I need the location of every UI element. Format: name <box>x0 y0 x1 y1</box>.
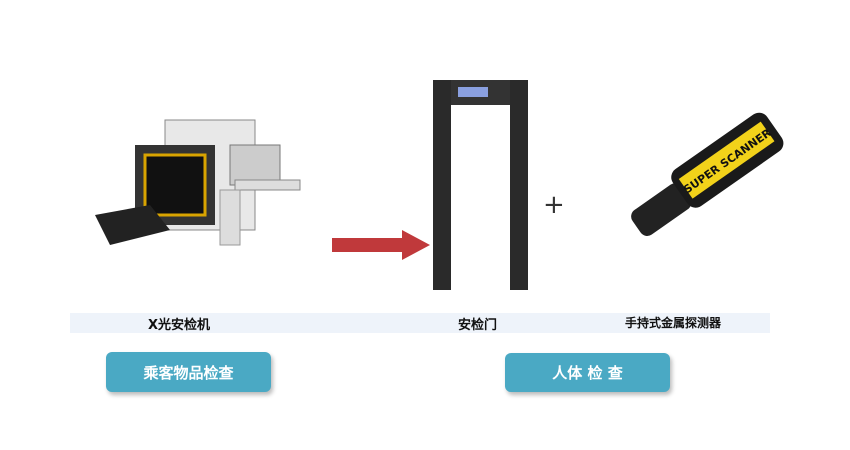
plus-sign: + <box>543 190 565 220</box>
baggage-check-button[interactable]: 乘客物品检查 <box>106 352 271 392</box>
walkthrough-gate-image <box>433 80 528 290</box>
body-check-button[interactable]: 人体 检 查 <box>505 353 670 392</box>
handheld-label: 手持式金属探测器 <box>625 316 722 330</box>
xray-machine-image <box>95 119 301 246</box>
xray-label: X光安检机 <box>148 318 211 333</box>
label-band <box>70 313 770 333</box>
gate-label: 安检门 <box>458 318 498 333</box>
arrow-right-icon <box>332 230 430 260</box>
handheld-detector-image: SUPER SCANNER <box>631 112 784 236</box>
